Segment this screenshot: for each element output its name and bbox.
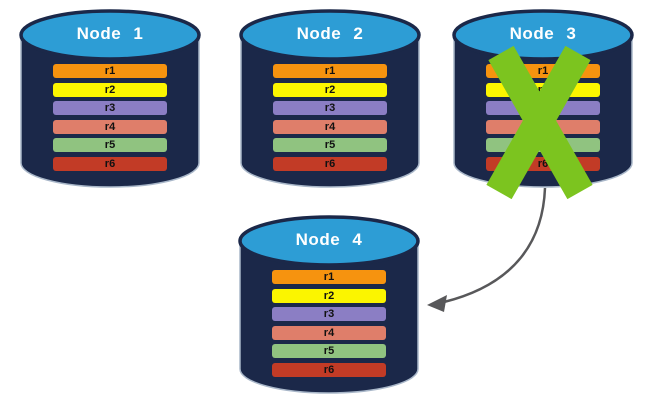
node-2-label: Node 2 [296,24,364,43]
node-2: Node 2 r1 r2 r3 r4 r5 r6 [239,6,421,190]
replica-row-r6: r6 [272,363,386,377]
node-1-rows: r1 r2 r3 r4 r5 r6 [53,6,167,190]
node-4: Node 4 r1 r2 r3 r4 r5 r6 [238,212,420,396]
replica-row-r5: r5 [273,138,387,152]
replica-row-r6: r6 [486,157,600,171]
replica-row-r3: r3 [272,307,386,321]
replica-row-r4: r4 [53,120,167,134]
replica-row-r5: r5 [272,344,386,358]
replica-row-r1: r1 [272,270,386,284]
replica-row-r5: r5 [486,138,600,152]
node-2-rows: r1 r2 r3 r4 r5 r6 [273,6,387,190]
replica-row-r3: r3 [486,101,600,115]
cylinder-top [19,9,201,61]
node-3-label: Node 3 [509,24,577,43]
replica-row-r5: r5 [53,138,167,152]
replica-row-r1: r1 [273,64,387,78]
cylinder-top [238,215,420,267]
replica-row-r6: r6 [273,157,387,171]
replica-row-r4: r4 [486,120,600,134]
replica-row-r1: r1 [486,64,600,78]
node-3-rows: r1 r2 r3 r4 r5 r6 [486,6,600,190]
replica-row-r1: r1 [53,64,167,78]
node-1: Node 1 r1 r2 r3 r4 r5 r6 [19,6,201,190]
node-4-label: Node 4 [295,230,363,249]
replica-row-r2: r2 [486,83,600,97]
failover-arrow [443,187,547,304]
replica-row-r2: r2 [273,83,387,97]
node-3: Node 3 r1 r2 r3 r4 r5 r6 [452,6,634,190]
replica-row-r6: r6 [53,157,167,171]
node-4-rows: r1 r2 r3 r4 r5 r6 [272,212,386,396]
replica-row-r4: r4 [273,120,387,134]
node-1-label: Node 1 [76,24,144,43]
replica-row-r3: r3 [273,101,387,115]
replica-row-r3: r3 [53,101,167,115]
arrow-head-icon [427,295,447,312]
replica-row-r2: r2 [53,83,167,97]
cylinder-top [239,9,421,61]
replica-row-r2: r2 [272,289,386,303]
replica-row-r4: r4 [272,326,386,340]
